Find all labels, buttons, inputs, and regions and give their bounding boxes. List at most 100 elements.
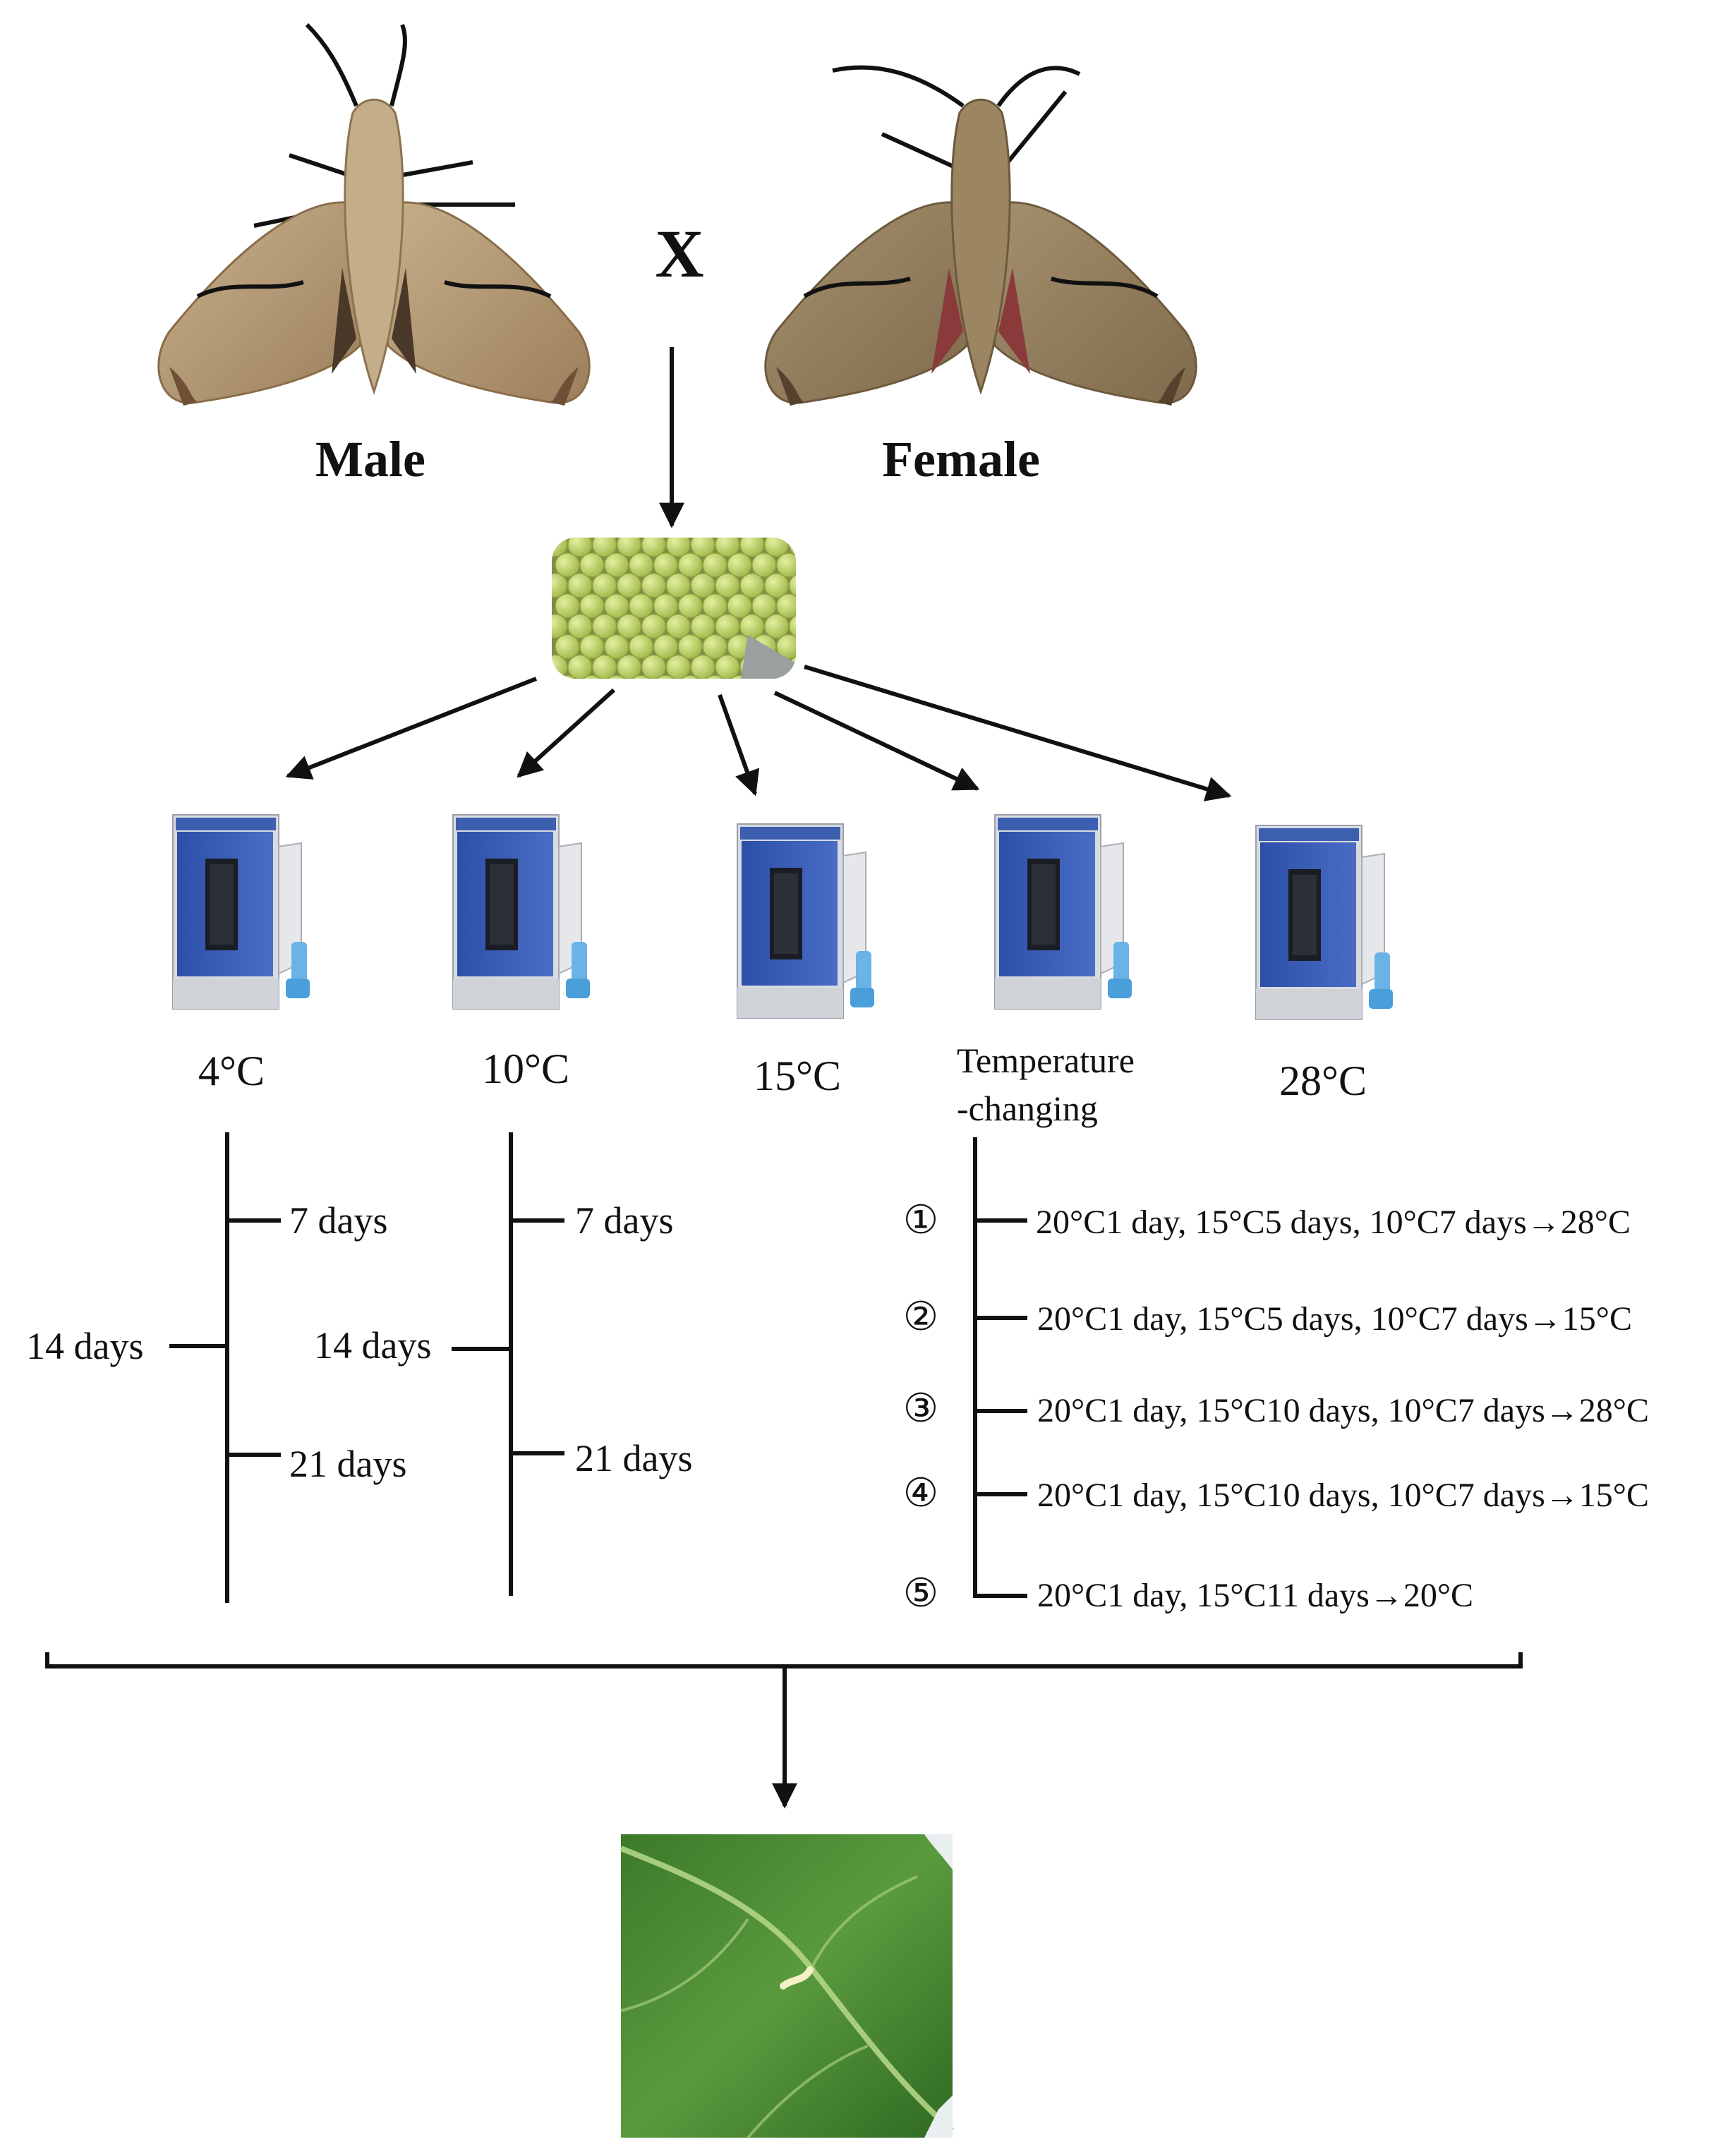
incubator-icon-changing xyxy=(994,814,1132,1010)
regime-number-5: ⑤ xyxy=(903,1572,938,1616)
female-label: Female xyxy=(882,431,1040,487)
egg xyxy=(567,573,593,598)
collection-bracket xyxy=(45,1652,1523,1809)
regime-number-2: ② xyxy=(903,1295,938,1339)
egg xyxy=(579,593,605,619)
egg xyxy=(641,613,667,639)
egg xyxy=(727,674,752,679)
egg xyxy=(788,613,796,639)
egg xyxy=(677,593,703,619)
egg xyxy=(715,613,740,639)
egg xyxy=(751,593,777,619)
egg xyxy=(775,593,796,619)
incubator-icon-10c xyxy=(452,814,591,1010)
egg xyxy=(555,593,580,619)
male-moth-icon xyxy=(157,23,591,406)
egg xyxy=(690,613,715,639)
cross-symbol: X xyxy=(655,216,703,291)
egg xyxy=(555,674,580,679)
egg xyxy=(702,634,727,660)
egg xyxy=(677,552,703,578)
egg xyxy=(591,538,617,557)
egg xyxy=(603,634,629,660)
label-15c: 15°C xyxy=(754,1053,841,1099)
egg xyxy=(727,552,752,578)
egg xyxy=(579,552,605,578)
egg xyxy=(665,613,691,639)
regime-text-4: 20°C1 day, 15°C10 days, 10°C7 days→15°C xyxy=(1037,1477,1649,1514)
egg xyxy=(641,538,667,557)
egg xyxy=(567,538,593,557)
label-10c-21-days: 21 days xyxy=(575,1437,692,1479)
egg xyxy=(552,654,568,679)
egg xyxy=(628,552,654,578)
egg xyxy=(775,634,796,660)
regime-text-3: 20°C1 day, 15°C10 days, 10°C7 days→28°C xyxy=(1037,1392,1649,1429)
timeline-4c: 7 days 14 days 21 days xyxy=(26,1132,406,1603)
egg xyxy=(739,573,765,598)
egg xyxy=(555,634,580,660)
incubator-icon-28c xyxy=(1255,825,1394,1020)
egg xyxy=(603,674,629,679)
egg xyxy=(616,654,642,679)
egg xyxy=(690,654,715,679)
label-temperature-changing-1: Temperature xyxy=(957,1041,1135,1080)
egg xyxy=(653,674,679,679)
egg xyxy=(616,538,642,557)
label-10c: 10°C xyxy=(482,1046,569,1092)
egg xyxy=(628,593,654,619)
egg xyxy=(616,573,642,598)
egg xyxy=(775,552,796,578)
egg xyxy=(715,573,740,598)
egg xyxy=(603,593,629,619)
egg xyxy=(628,634,654,660)
regime-number-3: ③ xyxy=(903,1387,938,1431)
egg xyxy=(552,613,568,639)
egg xyxy=(591,573,617,598)
label-4c: 4°C xyxy=(198,1048,265,1094)
egg xyxy=(653,552,679,578)
egg xyxy=(751,674,777,679)
branch-arrows xyxy=(285,665,1232,801)
egg xyxy=(555,552,580,578)
incubator-icon-15c xyxy=(737,823,875,1019)
regime-text-1: 20°C1 day, 15°C5 days, 10°C7 days→28°C xyxy=(1036,1204,1631,1241)
label-10c-14-days: 14 days xyxy=(314,1324,431,1367)
label-10c-7-days: 7 days xyxy=(575,1199,673,1242)
egg xyxy=(579,674,605,679)
egg xyxy=(788,573,796,598)
regime-text-5: 20°C1 day, 15°C11 days→20°C xyxy=(1037,1577,1473,1614)
larva-on-leaf-photo xyxy=(620,1834,955,2139)
incubator-icon-4c xyxy=(172,814,310,1010)
egg-mass-photo xyxy=(552,538,796,679)
egg xyxy=(616,613,642,639)
timeline-10c: 7 days 14 days 21 days xyxy=(314,1132,692,1596)
egg xyxy=(641,654,667,679)
egg xyxy=(653,593,679,619)
egg xyxy=(552,573,568,598)
egg xyxy=(579,634,605,660)
label-temperature-changing-2: -changing xyxy=(957,1089,1098,1128)
egg xyxy=(763,573,790,598)
egg xyxy=(702,674,727,679)
egg xyxy=(591,613,617,639)
egg xyxy=(677,634,703,660)
label-4c-7-days: 7 days xyxy=(289,1199,387,1242)
egg xyxy=(727,593,752,619)
egg xyxy=(665,654,691,679)
regime-number-1: ① xyxy=(903,1199,938,1242)
timeline-temperature-changing: ① ② ③ ④ ⑤ 20°C1 day, 15°C5 days, 10°C7 d… xyxy=(903,1137,1649,1616)
egg xyxy=(788,538,796,557)
egg xyxy=(591,654,617,679)
egg xyxy=(690,538,715,557)
egg xyxy=(763,613,790,639)
egg xyxy=(739,538,765,557)
egg xyxy=(628,674,654,679)
egg xyxy=(665,573,691,598)
female-moth-icon xyxy=(764,65,1197,406)
egg xyxy=(677,674,703,679)
egg xyxy=(702,593,727,619)
egg xyxy=(715,538,740,557)
label-4c-14-days: 14 days xyxy=(26,1325,143,1367)
